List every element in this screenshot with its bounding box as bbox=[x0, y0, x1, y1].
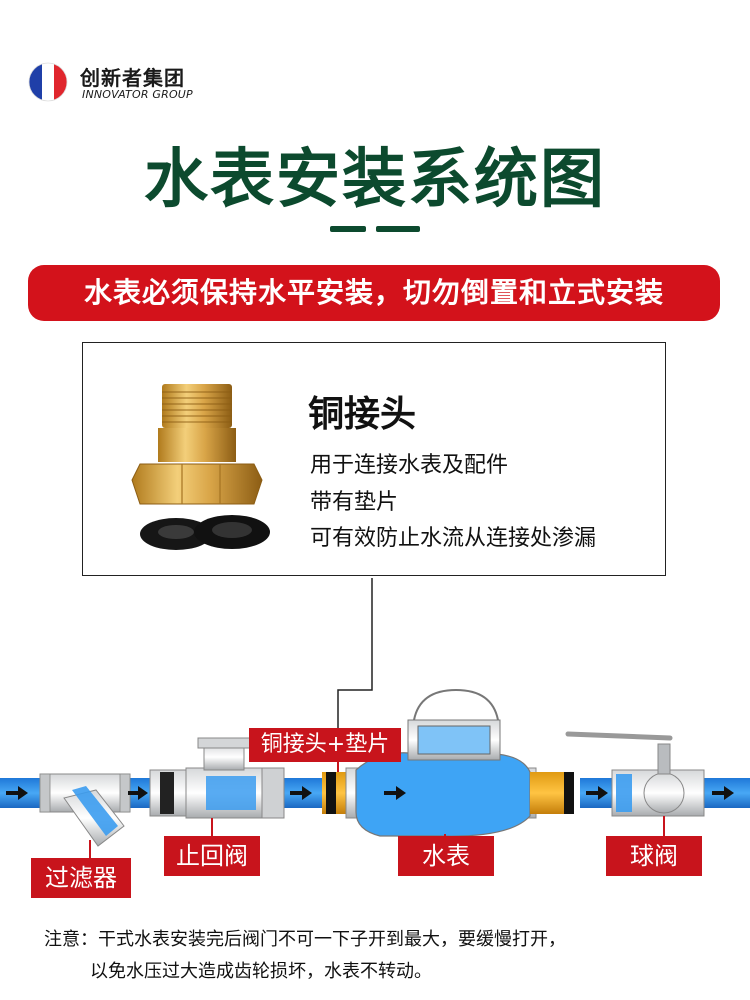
label-water-meter: 水表 bbox=[398, 836, 494, 876]
french-flag-icon bbox=[28, 62, 68, 102]
title-divider bbox=[330, 226, 366, 232]
fitting-desc-1: 用于连接水表及配件 bbox=[310, 453, 509, 478]
label-filter: 过滤器 bbox=[31, 858, 131, 898]
brass-fitting-icon bbox=[131, 384, 263, 505]
flow-arrow-icon bbox=[6, 786, 734, 800]
warning-banner: 水表必须保持水平安装，切勿倒置和立式安装 bbox=[28, 265, 720, 321]
fitting-desc-3: 可有效防止水流从连接处渗漏 bbox=[310, 526, 597, 551]
page-title: 水表安装系统图 bbox=[144, 143, 606, 217]
brand-name-cn: 创新者集团 bbox=[80, 66, 185, 90]
fitting-desc-2: 带有垫片 bbox=[310, 490, 399, 515]
label-ball-valve: 球阀 bbox=[606, 836, 702, 876]
brand-name-en: INNOVATOR GROUP bbox=[82, 88, 193, 101]
note-line-1: 注意：干式水表安装完后阀门不可一下子开到最大，要缓慢打开， bbox=[44, 929, 566, 950]
note-line-2: 以免水压过大造成齿轮损坏，水表不转动。 bbox=[90, 961, 432, 982]
label-check-valve: 止回阀 bbox=[164, 836, 260, 876]
fitting-title: 铜接头 bbox=[308, 394, 417, 435]
label-fitting-gasket: 铜接头+垫片 bbox=[249, 728, 401, 762]
gasket-icon bbox=[140, 515, 270, 550]
title-divider bbox=[376, 226, 420, 232]
